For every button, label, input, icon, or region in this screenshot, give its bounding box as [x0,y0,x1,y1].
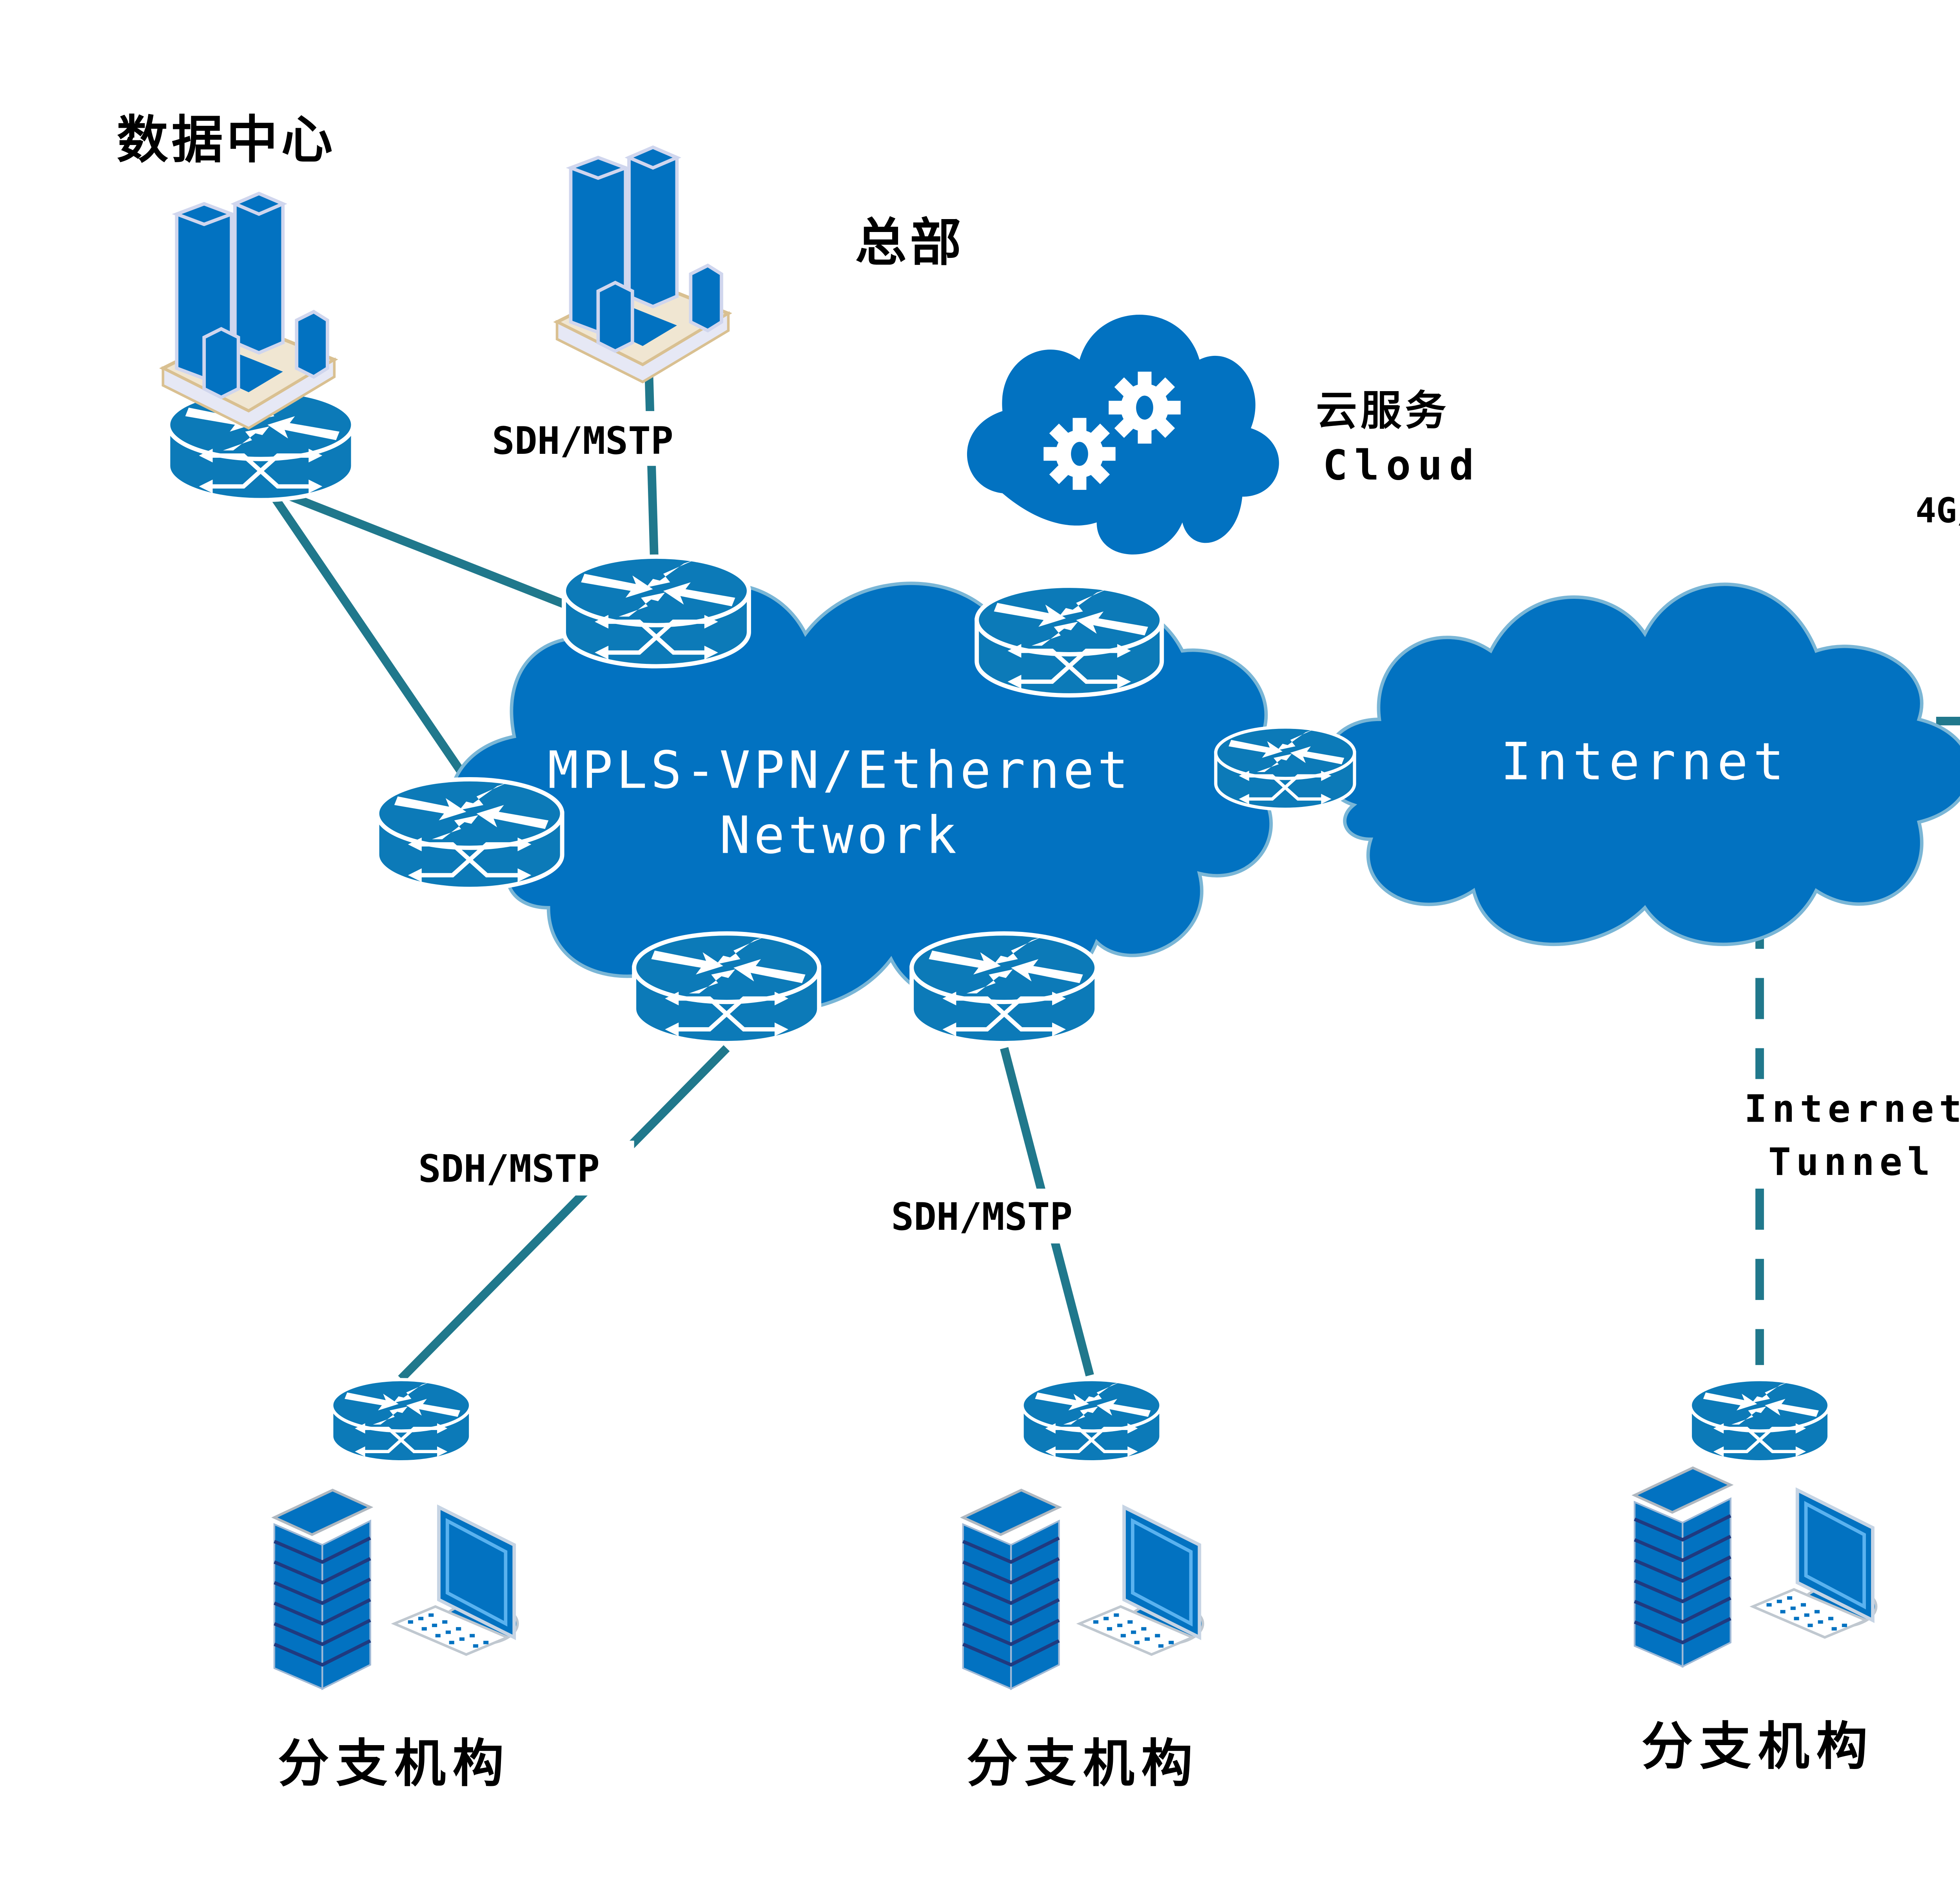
link-mpls-to-branch-1 [398,1045,730,1382]
gear-icon [1044,418,1116,490]
workstation-icon [1080,1507,1203,1655]
router-branch-1[interactable] [332,1379,470,1462]
link-dc-to-mpls-router-top [259,480,576,612]
mpls-cloud-label-line1: MPLS-VPN/Ethernet [548,740,1132,800]
server-icon [274,1490,370,1689]
link-label-tunnel-line2: Tunnel [1768,1140,1935,1184]
headquarters-building-icon [557,147,728,382]
cloud-service-label-cn: 云服务 [1316,387,1450,435]
branch-label-1: 分支机构 [278,1733,511,1793]
headquarters-label: 总部 [855,212,965,272]
internet-cloud: Internet [1321,582,1960,946]
router-branch-2[interactable] [1022,1379,1161,1462]
server-icon [963,1490,1059,1689]
link-label-branch-2: SDH/MSTP [891,1195,1073,1239]
router-mpls-top[interactable] [564,556,749,666]
cloud-service-icon [967,315,1279,555]
workstation-icon [1753,1490,1877,1637]
router-branch-3[interactable] [1690,1379,1829,1462]
router-mpls-left[interactable] [377,779,562,889]
branch-label-2: 分支机构 [967,1733,1200,1793]
cloud-service-label-en: Cloud [1323,442,1481,489]
internet-cloud-label: Internet [1501,732,1789,792]
workstation-icon [394,1507,518,1655]
link-label-tunnel-line1: Internet [1744,1087,1960,1131]
gear-icon [1109,372,1181,444]
datacenter-label: 数据中心 [117,110,336,170]
link-label-branch-1: SDH/MSTP [418,1147,600,1191]
datacenter-building-icon [163,194,334,428]
router-mpls-bottom-right[interactable] [912,933,1097,1043]
link-label-cellular: 4G/5G [1916,491,1960,531]
mpls-cloud-label-line2: Network [719,805,960,865]
link-label-hq: SDH/MSTP [492,419,673,463]
router-mpls-cloud-service[interactable] [977,586,1162,696]
router-gateway-internet[interactable] [1216,727,1354,809]
link-dc-to-mpls-router-left [262,482,470,782]
server-icon [1635,1468,1731,1666]
branch-label-3: 分支机构 [1641,1716,1874,1776]
router-mpls-bottom-left[interactable] [634,933,819,1043]
